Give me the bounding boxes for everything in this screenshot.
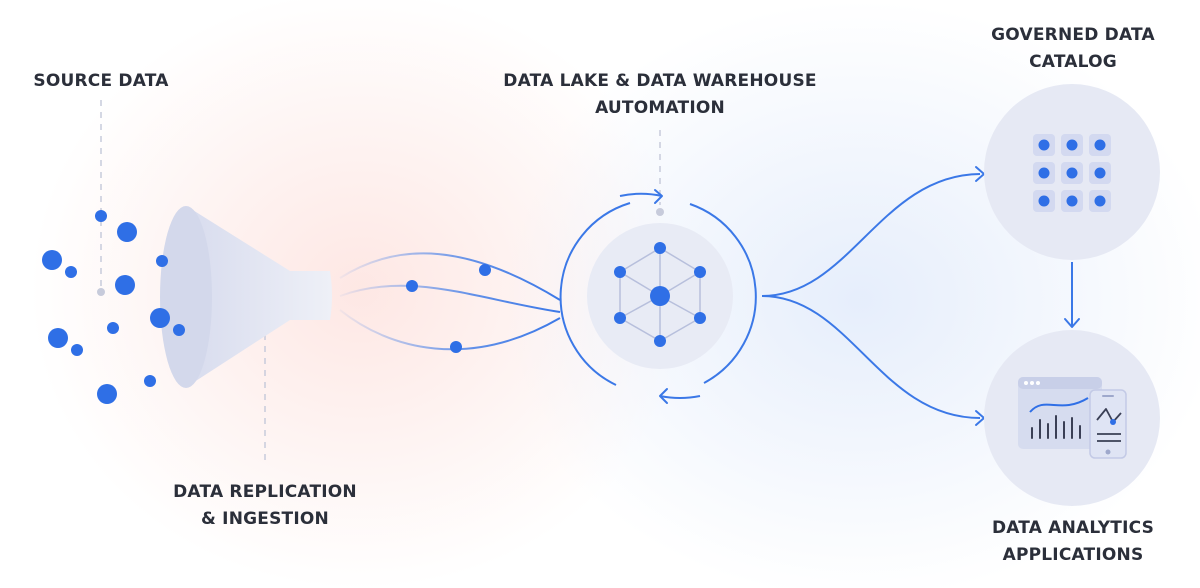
- hub-arrow-top: [619, 192, 663, 197]
- flow-to-catalog: [761, 173, 981, 297]
- source-dot: [97, 384, 117, 404]
- data-lake-label-line2: AUTOMATION: [595, 98, 725, 118]
- catalog-dot: [1038, 139, 1050, 151]
- window-control-dot: [1030, 381, 1034, 385]
- hub-node: [654, 335, 666, 347]
- catalog-dot: [1066, 139, 1078, 151]
- hub-node: [614, 266, 626, 278]
- data-analytics-label: DATA ANALYTICS APPLICATIONS: [960, 515, 1186, 569]
- stream-line: [339, 284, 561, 313]
- source-dot: [156, 255, 168, 267]
- hub-ring-arc-top: [559, 202, 631, 386]
- data-analytics-label-line1: DATA ANALYTICS: [991, 518, 1155, 538]
- governed-catalog-label-line1: GOVERNED DATA: [991, 25, 1155, 45]
- source-guide-dot: [97, 288, 105, 296]
- stream-line: [339, 252, 561, 301]
- data-lake-label-line1: DATA LAKE & DATA WAREHOUSE: [503, 71, 817, 91]
- catalog-dot: [1094, 195, 1106, 207]
- data-analytics-label-line2: APPLICATIONS: [1002, 545, 1144, 565]
- source-data-label: SOURCE DATA: [20, 68, 182, 95]
- stream-line: [339, 309, 561, 351]
- catalog-dot: [1066, 195, 1078, 207]
- source-dot: [117, 222, 137, 242]
- ingestion-streams: [339, 252, 561, 351]
- data-replication-label: DATA REPLICATION & INGESTION: [150, 479, 380, 533]
- dashboard-chart-icon: [984, 330, 1160, 506]
- source-dot: [173, 324, 185, 336]
- data-replication-label-line1: DATA REPLICATION: [173, 482, 357, 502]
- flow-to-analytics: [761, 295, 981, 419]
- phone-trend-dot: [1110, 419, 1116, 425]
- hub-node: [694, 266, 706, 278]
- source-dot: [42, 250, 62, 270]
- analytics-phone: [1089, 389, 1127, 459]
- funnel-mouth: [160, 206, 212, 388]
- stream-dot: [450, 341, 462, 353]
- analytics-window-titlebar: [1018, 377, 1102, 389]
- window-control-dot: [1024, 381, 1028, 385]
- grid-catalog-icon: [984, 84, 1160, 260]
- funnel-body: [188, 207, 332, 386]
- source-dot: [71, 344, 83, 356]
- stream-dot: [479, 264, 491, 276]
- window-control-dot: [1036, 381, 1040, 385]
- analytics-trend-line: [1029, 397, 1089, 413]
- flow-catalog-to-analytics-arrowhead: [1064, 318, 1080, 328]
- background-glow-warm: [30, 0, 690, 588]
- hub-arrowhead-bottom: [659, 388, 668, 404]
- hub-node: [614, 312, 626, 324]
- lake-guide-dot: [656, 208, 664, 216]
- governed-catalog-label-line2: CATALOG: [1029, 52, 1117, 72]
- catalog-dot: [1038, 195, 1050, 207]
- data-replication-label-line2: & INGESTION: [201, 509, 329, 529]
- phone-trend-line: [1096, 408, 1122, 423]
- data-lake-label: DATA LAKE & DATA WAREHOUSE AUTOMATION: [480, 68, 840, 122]
- source-dot: [150, 308, 170, 328]
- source-dot: [48, 328, 68, 348]
- catalog-dot: [1094, 167, 1106, 179]
- catalog-dot: [1038, 167, 1050, 179]
- source-dot: [115, 275, 135, 295]
- source-dot: [144, 375, 156, 387]
- source-dot: [95, 210, 107, 222]
- hexagon-network-icon: [559, 189, 757, 404]
- hub-arrowhead-top: [654, 189, 663, 204]
- output-flows: [761, 166, 1080, 426]
- catalog-dot: [1094, 139, 1106, 151]
- stream-dot: [406, 280, 418, 292]
- hub-center-node: [650, 286, 670, 306]
- source-data-dots: [42, 210, 185, 404]
- hub-node: [694, 312, 706, 324]
- hub-node: [654, 242, 666, 254]
- phone-home-button: [1105, 449, 1111, 455]
- catalog-dot: [1066, 167, 1078, 179]
- source-dot: [65, 266, 77, 278]
- funnel-icon: [160, 206, 332, 388]
- flow-to-catalog-arrowhead: [975, 166, 985, 182]
- source-dot: [107, 322, 119, 334]
- governed-catalog-label: GOVERNED DATA CATALOG: [960, 22, 1186, 76]
- hub-ring-arc-bottom: [689, 203, 757, 384]
- source-data-label-text: SOURCE DATA: [33, 71, 169, 91]
